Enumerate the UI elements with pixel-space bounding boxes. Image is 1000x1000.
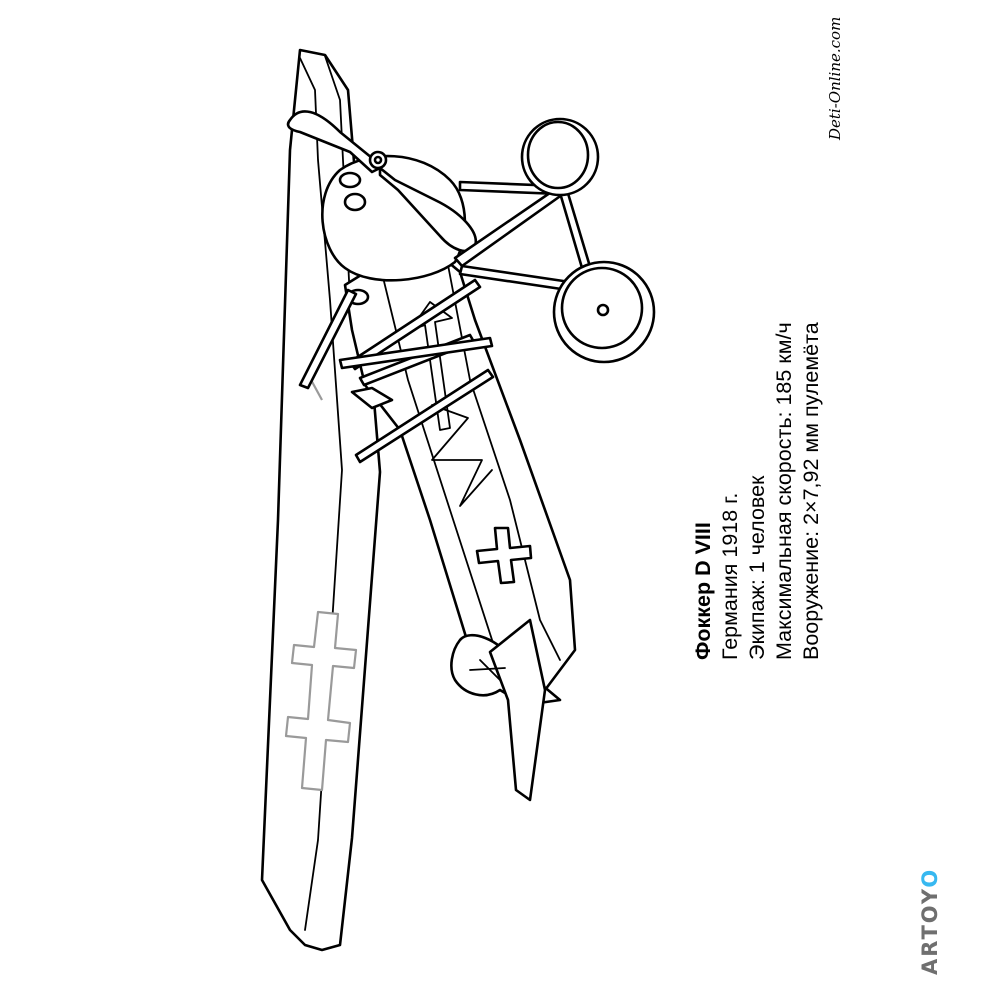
- caption-country-year: Германия 1918 г.: [718, 492, 742, 660]
- wing: [260, 48, 382, 952]
- wing-cross-insignia: [284, 610, 358, 792]
- site-watermark-text: Deti-Online.com: [826, 16, 844, 140]
- tail: [450, 618, 562, 802]
- landing-gear: [298, 117, 656, 464]
- brand-watermark-accent: O: [918, 867, 942, 888]
- caption-armament: Вооружение: 2×7,92 мм пулемёта: [799, 322, 823, 660]
- fuselage-cross-insignia: [475, 526, 533, 585]
- caption-title: Фоккер D VIII: [691, 522, 715, 660]
- brand-watermark-main: ARTOY: [918, 887, 942, 975]
- brand-watermark-text: ARTOYO: [918, 868, 942, 975]
- engine-cowling: [321, 154, 467, 306]
- caption-max-speed: Максимальная скорость: 185 км/ч: [772, 322, 796, 660]
- caption-crew: Экипаж: 1 человек: [745, 475, 769, 660]
